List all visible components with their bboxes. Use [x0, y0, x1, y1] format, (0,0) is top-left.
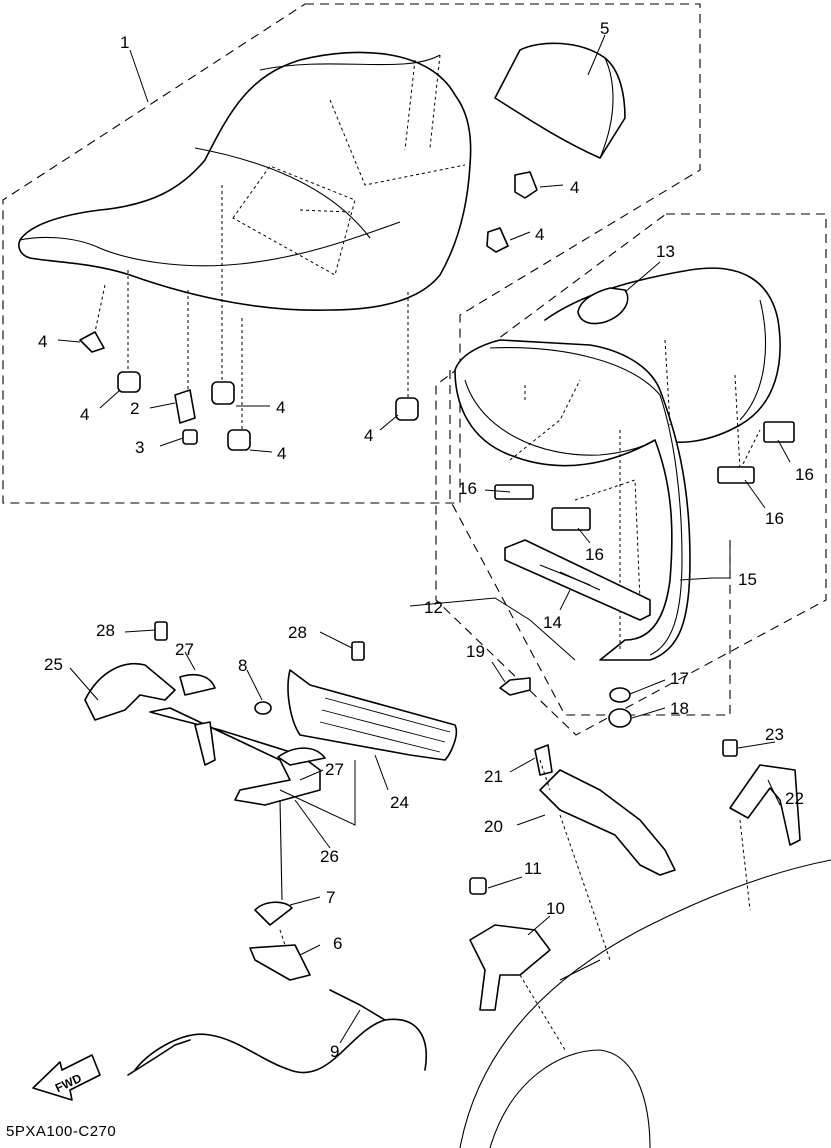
callout-20: 20: [484, 817, 503, 836]
passenger-seat: [454, 267, 781, 661]
nuts-16: [494, 421, 795, 531]
callout-13: 13: [656, 242, 675, 261]
callout-7: 7: [326, 888, 335, 907]
callout-4d: 4: [80, 405, 89, 424]
callout-15: 15: [738, 570, 757, 589]
fwd-arrow-icon: FWD: [32, 1054, 101, 1101]
grab-bar-22: [722, 739, 801, 846]
callout-16b: 16: [795, 465, 814, 484]
seat-lock-bracket-20: [534, 744, 676, 876]
diagram-code: 5PXA100-C270: [6, 1123, 116, 1140]
callout-16d: 16: [585, 545, 604, 564]
callout-5: 5: [600, 19, 609, 38]
callout-27a: 27: [175, 640, 194, 659]
group-outline-seat-12: [435, 213, 827, 736]
callout-2: 2: [130, 399, 139, 418]
callout-21: 21: [484, 767, 503, 786]
callout-4b: 4: [535, 225, 544, 244]
callout-24: 24: [390, 793, 409, 812]
callout-19: 19: [466, 642, 485, 661]
damper-grommets: [79, 171, 538, 451]
callout-17: 17: [670, 669, 689, 688]
lock-10: [469, 877, 551, 1011]
callout-12: 12: [424, 598, 443, 617]
callout-8: 8: [238, 656, 247, 675]
callout-4g: 4: [364, 426, 373, 445]
callout-11: 11: [524, 859, 542, 878]
fasteners-17-18-19: [499, 677, 632, 728]
fitment-lines: [94, 185, 751, 1051]
callout-10: 10: [546, 899, 565, 918]
callout-3: 3: [135, 438, 144, 457]
callout-labels: 1 5 4 4 4 4 2 3 4 4 4 13 16 16 16 16 15 …: [38, 19, 814, 1061]
callout-28a: 28: [96, 621, 115, 640]
callout-28b: 28: [288, 623, 307, 642]
leader-lines: [57, 34, 791, 1044]
callout-25: 25: [44, 655, 63, 674]
callout-1: 1: [120, 33, 129, 52]
bracket-2: [174, 389, 198, 445]
callout-16a: 16: [458, 479, 477, 498]
callout-9: 9: [330, 1042, 339, 1061]
callout-4e: 4: [276, 398, 285, 417]
callout-4a: 4: [570, 178, 579, 197]
callout-26: 26: [320, 847, 339, 866]
lock-assembly-left: [84, 621, 458, 806]
frame-outline: [459, 859, 831, 1148]
callout-18: 18: [670, 699, 689, 718]
callout-6: 6: [333, 934, 342, 953]
callout-4f: 4: [277, 444, 286, 463]
callout-16c: 16: [765, 509, 784, 528]
main-seat: [18, 51, 472, 312]
callout-23: 23: [765, 725, 784, 744]
callout-4c: 4: [38, 332, 47, 351]
group-outline-seat-1: [2, 3, 701, 504]
callout-14: 14: [543, 613, 562, 632]
callout-22: 22: [785, 789, 804, 808]
callout-27b: 27: [325, 760, 344, 779]
seat-lock-cable: [127, 799, 427, 1076]
seat-pad-5: [494, 42, 626, 159]
